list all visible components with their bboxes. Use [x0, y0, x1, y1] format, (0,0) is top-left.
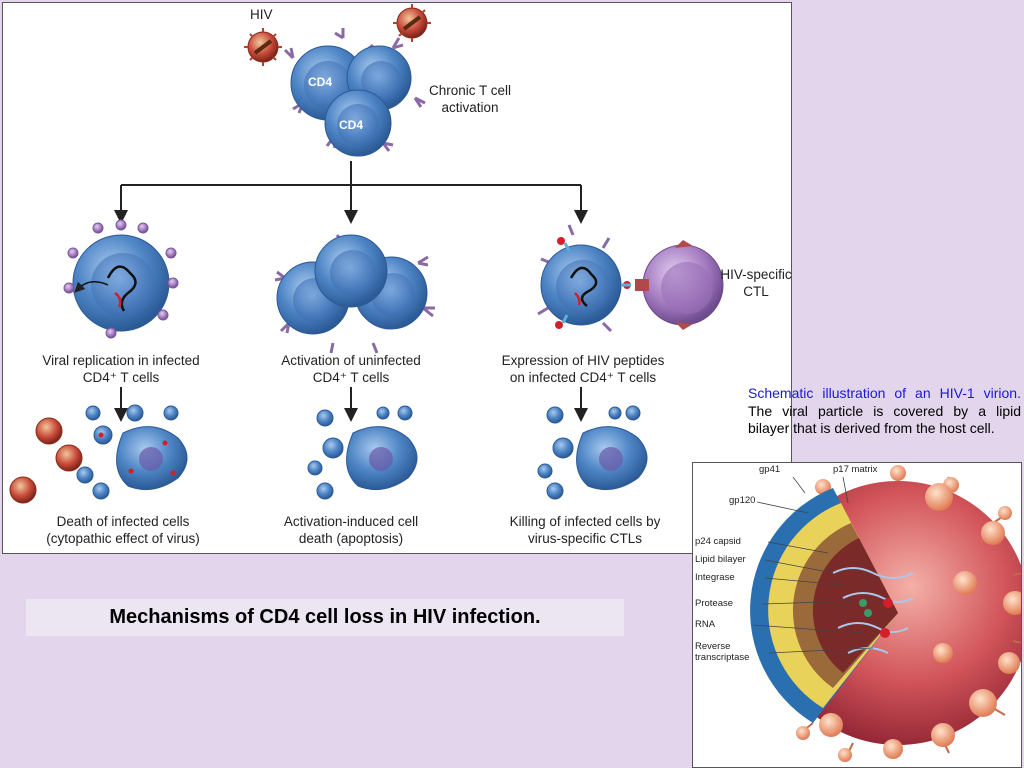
- reverse-transcriptase-label: Reverse transcriptase: [695, 641, 750, 663]
- caption-text: Mechanisms of CD4 cell loss in HIV infec…: [109, 606, 541, 628]
- chronic-activation-label: Chronic T cell activation: [428, 83, 512, 115]
- mechanism-label-3: Expression of HIV peptides on infected C…: [501, 353, 665, 385]
- description-body: The viral particle is covered by a lipid…: [748, 402, 1021, 437]
- p17-matrix-label: p17 matrix: [833, 464, 878, 475]
- mechanism-label-2: Activation of uninfected CD4⁺ T cells: [281, 353, 421, 385]
- integrase-label: Integrase: [695, 572, 735, 583]
- cd4-cell-cluster: [283, 28, 426, 157]
- hiv-specific-ctl-label: HIV-specific CTL: [720, 267, 792, 299]
- figure-caption: Mechanisms of CD4 cell loss in HIV infec…: [26, 599, 624, 636]
- virion-description: Schematic illustration of an HIV-1 virio…: [748, 385, 1021, 438]
- figure-drawing: [9, 4, 724, 504]
- flow-arrows: [114, 161, 588, 422]
- hiv-virion-illustration: gp41 p17 matrix gp120 p24 capsid Lipid b…: [692, 462, 1022, 768]
- p24-capsid-label: p24 capsid: [695, 536, 741, 547]
- hiv-virus-icon: [244, 28, 282, 66]
- infected-cd4-cell: [63, 219, 179, 339]
- virion-drawing: [750, 465, 1021, 762]
- outcome-label-1: Death of infected cells (cytopathic effe…: [46, 514, 200, 546]
- mechanism-label-1: Viral replication in infected CD4⁺ T cel…: [42, 353, 200, 385]
- rna-label: RNA: [695, 619, 716, 630]
- cd4-loss-figure: HIV CD4 CD4 Chronic T cell activation HI…: [2, 2, 792, 554]
- dying-cells-1: [9, 404, 188, 504]
- outcome-label-3: Killing of infected cells by virus-speci…: [509, 514, 661, 546]
- hiv-virus-icon: [393, 4, 431, 42]
- killed-cells-3: [537, 405, 648, 500]
- protease-label: Protease: [695, 598, 734, 609]
- activated-cd4-cells: [274, 234, 435, 354]
- lipid-bilayer-label: Lipid bilayer: [695, 554, 746, 565]
- gp41-label: gp41: [759, 464, 781, 475]
- label-leaders: [752, 476, 874, 654]
- apoptotic-cells-2: [307, 405, 418, 500]
- virion-cutaway: [750, 488, 914, 723]
- gp120-label: gp120: [729, 495, 756, 506]
- description-lead: Schematic illustration of an HIV-1 virio…: [748, 385, 1021, 401]
- hiv-label: HIV: [250, 7, 273, 22]
- cd4-label: CD4: [308, 75, 333, 89]
- cd4-label: CD4: [339, 118, 364, 132]
- gp120-spikes: [796, 465, 1021, 762]
- infected-cell-with-ctl: [537, 224, 724, 333]
- outcome-label-2: Activation-induced cell death (apoptosis…: [283, 514, 419, 546]
